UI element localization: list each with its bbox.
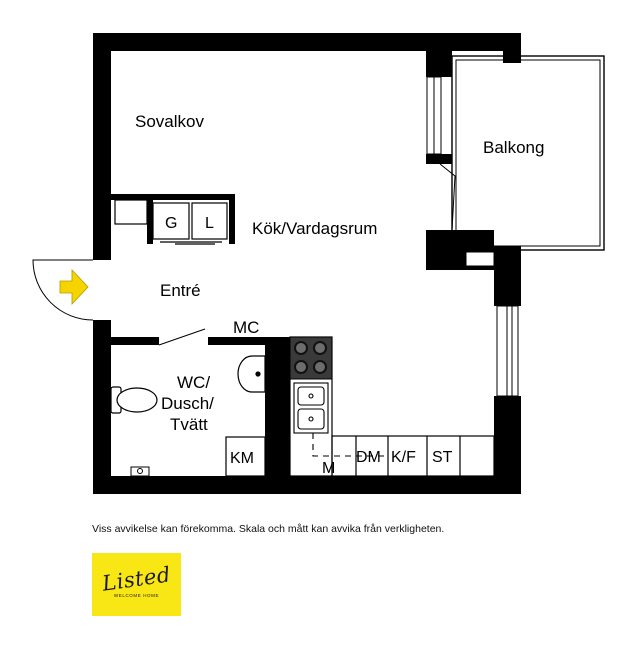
room-label-wc-2: Dusch/: [161, 394, 214, 413]
room-label-mc: MC: [233, 318, 259, 337]
toilet-icon: [110, 386, 158, 414]
exterior-walls: [93, 33, 521, 494]
floor-plan: Sovalkov Balkong Kök/Vardagsrum Entré MC…: [32, 33, 605, 494]
balcony: [439, 55, 605, 251]
stove-icon: [289, 336, 333, 380]
sink-icon: [293, 382, 329, 434]
room-label-sovalkov: Sovalkov: [135, 112, 204, 131]
fixture-label-kf: K/F: [391, 449, 416, 466]
room-label-entre: Entré: [160, 281, 201, 300]
washbasin-icon: [237, 355, 266, 393]
entry-arrow-icon: [59, 268, 89, 306]
fixture-label-st: ST: [432, 449, 453, 466]
room-label-balkong: Balkong: [483, 138, 544, 157]
closets: [114, 199, 228, 245]
fixture-label-m: M: [322, 460, 335, 477]
windows: [426, 76, 519, 397]
room-label-wc-1: WC/: [177, 373, 210, 392]
room-label-wc-3: Tvätt: [170, 415, 208, 434]
floor-drain-icon: [130, 466, 150, 477]
entry-door: [32, 259, 94, 321]
logo-tagline: WELCOME HOME: [113, 593, 160, 598]
microwave-outline: [312, 433, 384, 457]
washing-machine-box: [225, 436, 266, 477]
logo-wordmark: Listed: [100, 562, 173, 596]
fixture-label-l: L: [205, 215, 214, 232]
listed-logo: Listed WELCOME HOME: [92, 553, 181, 616]
kitchen-counter: [289, 336, 495, 477]
bathroom-door: [158, 328, 206, 346]
room-label-kok: Kök/Vardagsrum: [252, 219, 377, 238]
fixture-label-dm: DM: [356, 449, 381, 466]
interior-walls: [111, 194, 332, 476]
fixture-label-g: G: [165, 215, 177, 232]
fixture-label-km: KM: [230, 450, 254, 467]
disclaimer-text: Viss avvikelse kan förekomma. Skala och …: [92, 523, 445, 535]
